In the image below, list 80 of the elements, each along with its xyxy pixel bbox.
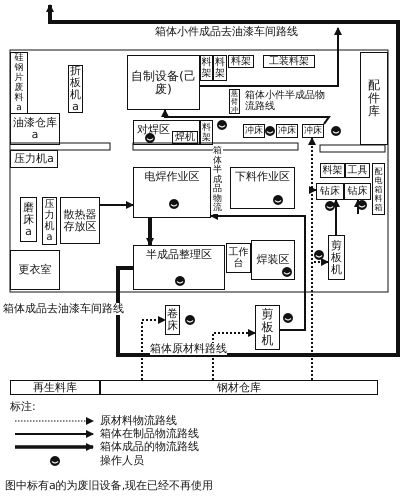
storage-label: 配电箱料箱	[374, 166, 382, 212]
legend-label: 原材料物流路线	[100, 415, 177, 427]
flow-arrow	[141, 316, 166, 380]
rack-box	[263, 55, 315, 68]
storage-label: 再生料库	[33, 382, 77, 394]
area-box	[133, 245, 225, 290]
machine-box	[20, 197, 37, 242]
machine-label: 卷床	[167, 308, 178, 332]
area-box	[133, 167, 211, 218]
area-box	[133, 120, 200, 145]
storage-label: 钢材仓库	[217, 382, 261, 394]
machine-box	[172, 131, 198, 144]
machine-box	[344, 183, 371, 200]
storage-box	[60, 197, 100, 244]
flow-arrow	[332, 199, 340, 235]
machine-label: 冲床	[304, 126, 322, 136]
rack-label: 料架	[202, 122, 211, 142]
room-box	[10, 250, 60, 290]
flow-arrow	[146, 218, 154, 246]
area-label: 对焊区	[137, 124, 170, 136]
route-label: 箱体原材料路线	[150, 343, 227, 355]
machine-box	[255, 305, 280, 350]
machine-box	[127, 55, 200, 110]
note-text: 标注:	[10, 401, 36, 413]
storage-box	[10, 380, 100, 395]
route-label: 箱体小件成品去油漆车间路线	[155, 26, 298, 38]
route-label: 箱体半成品物流	[213, 147, 223, 214]
machine-label: 冲床	[245, 126, 263, 136]
storage-box	[372, 163, 385, 215]
machine-label: 压力机a	[14, 153, 54, 165]
machine-label: 压力机a	[44, 199, 54, 243]
flow-arrow	[210, 212, 306, 331]
flow-arrow	[46, 4, 400, 357]
flow-arrow	[100, 201, 134, 209]
flow-arrow	[354, 199, 362, 214]
flow-arrow	[212, 329, 256, 380]
machine-label: 钻床	[320, 186, 340, 197]
machine-label: 剪板机	[331, 240, 342, 276]
rack-label: 工装料架	[269, 56, 309, 67]
storage-box	[360, 52, 388, 145]
rack-label: 工具	[348, 165, 368, 176]
rack-label: 料架	[215, 57, 225, 79]
machine-label: 自制设备(己废)	[130, 70, 197, 96]
legend-label: 箱体成品的物流路线	[100, 441, 199, 453]
rack-label: 料架	[202, 57, 212, 79]
area-label: 下料作业区	[235, 171, 290, 183]
machine-box	[316, 183, 344, 200]
route-label: 箱体成品去油漆车间路线	[3, 303, 124, 315]
machine-label: 折板机a	[70, 65, 81, 113]
storage-label: 硅钢片废料a	[14, 53, 24, 113]
storage-label: 散热器存放区	[62, 208, 98, 232]
room-label: 更衣室	[18, 264, 52, 276]
rack-label: 料架	[322, 165, 342, 176]
machine-label: 焊机	[175, 132, 195, 143]
machine-label: 冲床	[278, 126, 296, 136]
legend-label: 箱体在制品物流路线	[100, 428, 199, 440]
area-box	[251, 240, 295, 280]
machine-label: 磨床a	[23, 202, 34, 238]
rack-box	[200, 120, 213, 145]
rack-label: 料架	[231, 56, 251, 67]
storage-box	[100, 380, 378, 395]
storage-label: 油漆仓库a	[12, 117, 58, 141]
storage-box	[10, 52, 28, 114]
legend-label: 操作人员	[100, 455, 144, 467]
machine-label: 剪板机	[262, 308, 274, 347]
area-label: 焊装区	[256, 254, 290, 266]
area-label: 半成品整理区	[146, 249, 212, 261]
workbench-label: 工作台	[228, 247, 250, 269]
storage-label: 配件库	[368, 79, 380, 118]
rack-box	[228, 55, 254, 68]
machine-box	[165, 305, 180, 335]
area-box	[230, 167, 295, 209]
machine-box	[10, 150, 58, 168]
area-label: 电焊作业区	[144, 171, 200, 183]
flow-arrow	[161, 109, 331, 125]
machine-label: 钻床	[348, 186, 368, 197]
workbench-box	[226, 243, 251, 273]
machine-box	[328, 235, 345, 280]
note-text: 图中标有a的为废旧设备,现在已经不再使用	[5, 480, 214, 492]
flow-arrow	[200, 27, 342, 87]
